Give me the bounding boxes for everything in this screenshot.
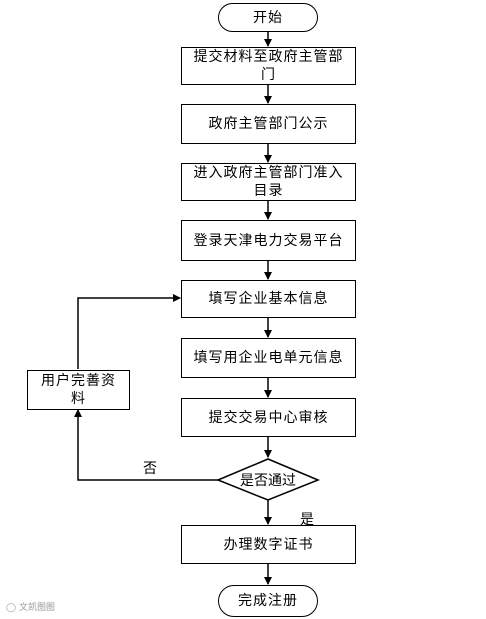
submit-materials-node: 提交材料至政府主管部门 — [181, 47, 356, 85]
submit-review-label: 提交交易中心审核 — [208, 409, 329, 426]
fill-basic-node: 填写企业基本信息 — [181, 280, 356, 318]
decision-label: 是否通过 — [240, 473, 296, 489]
decision-diamond — [216, 458, 320, 501]
watermark-text: 文凯图图 — [18, 603, 55, 613]
finish-node: 完成注册 — [218, 585, 318, 617]
issue-cert-label: 办理数字证书 — [223, 536, 314, 553]
start-node: 开始 — [218, 3, 318, 32]
fill-units-node: 填写用企业电单元信息 — [181, 338, 356, 378]
login-platform-node: 登录天津电力交易平台 — [181, 220, 356, 261]
login-platform-label: 登录天津电力交易平台 — [193, 232, 344, 249]
user-complete-node: 用户完善资料 — [27, 370, 130, 410]
finish-label: 完成注册 — [238, 593, 298, 609]
arrow-user-to-basic — [77, 294, 181, 369]
access-list-node: 进入政府主管部门准入目录 — [181, 163, 356, 201]
watermark: ◯ 文凯图图 — [6, 600, 55, 613]
access-list-label: 进入政府主管部门准入目录 — [193, 165, 344, 199]
watermark-icon: ◯ — [6, 603, 17, 613]
fill-basic-label: 填写企业基本信息 — [208, 291, 329, 307]
issue-cert-node: 办理数字证书 — [181, 525, 356, 564]
gov-publicity-label: 政府主管部门公示 — [208, 116, 329, 132]
no-label: 否 — [143, 461, 157, 477]
yes-label: 是 — [300, 512, 314, 528]
submit-review-node: 提交交易中心审核 — [181, 398, 356, 437]
start-label: 开始 — [253, 9, 283, 26]
fill-units-label: 填写用企业电单元信息 — [193, 350, 344, 366]
arrow-decision-no-to-user — [74, 409, 220, 481]
user-complete-label: 用户完善资料 — [41, 373, 116, 407]
submit-materials-label: 提交材料至政府主管部门 — [193, 49, 344, 83]
gov-publicity-node: 政府主管部门公示 — [181, 104, 356, 144]
